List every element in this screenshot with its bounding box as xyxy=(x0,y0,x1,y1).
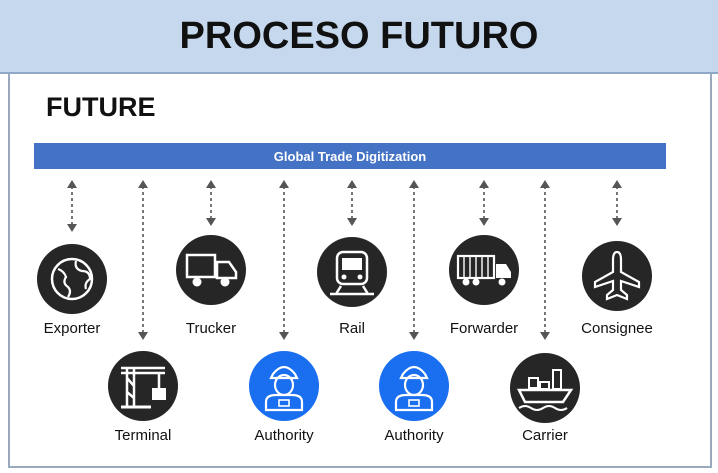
node-terminal-1 xyxy=(108,351,178,421)
node-label: Authority xyxy=(254,427,314,444)
node-trucker-2 xyxy=(176,235,246,305)
page-title: PROCESO FUTURO xyxy=(179,14,539,57)
connector-arrow-8 xyxy=(612,180,622,226)
node-circle xyxy=(176,235,246,305)
node-authority-5 xyxy=(379,351,449,421)
node-carrier-7 xyxy=(510,353,580,423)
node-circle xyxy=(37,244,107,314)
node-circle xyxy=(582,241,652,311)
connector-arrow-2 xyxy=(206,180,216,226)
content-frame xyxy=(8,74,712,468)
connector-arrow-5 xyxy=(409,180,419,340)
globe-icon xyxy=(50,257,94,301)
node-label: Carrier xyxy=(522,427,568,444)
node-label: Forwarder xyxy=(449,320,519,337)
node-authority-3 xyxy=(249,351,319,421)
node-circle xyxy=(108,351,178,421)
node-label: Exporter xyxy=(43,320,101,337)
node-circle xyxy=(317,237,387,307)
ship-icon xyxy=(516,369,574,411)
node-label: Trucker xyxy=(185,320,237,337)
node-label: Authority xyxy=(384,427,444,444)
connector-arrow-6 xyxy=(479,180,489,226)
section-title: FUTURE xyxy=(46,92,156,122)
connector-arrow-7 xyxy=(540,180,550,340)
container-truck-icon xyxy=(456,254,511,286)
plane-icon xyxy=(593,250,641,301)
officer-icon xyxy=(264,365,304,412)
connector-arrow-0 xyxy=(67,180,77,232)
global-trade-digitization-bar: Global Trade Digitization xyxy=(34,143,666,169)
node-label: Consignee xyxy=(581,320,653,337)
node-exporter-0 xyxy=(37,244,107,314)
truck-icon xyxy=(185,253,238,287)
connector-arrow-3 xyxy=(279,180,289,340)
title-banner: PROCESO FUTURO xyxy=(0,0,718,74)
crane-icon xyxy=(121,366,166,409)
node-forwarder-6 xyxy=(449,235,519,305)
node-label: Rail xyxy=(339,320,365,337)
connector-arrow-1 xyxy=(138,180,148,340)
connector-arrow-4 xyxy=(347,180,357,226)
node-consignee-8 xyxy=(582,241,652,311)
officer-icon xyxy=(394,365,434,412)
node-rail-4 xyxy=(317,237,387,307)
node-circle xyxy=(449,235,519,305)
train-icon xyxy=(330,250,374,296)
node-label: Terminal xyxy=(114,427,172,444)
